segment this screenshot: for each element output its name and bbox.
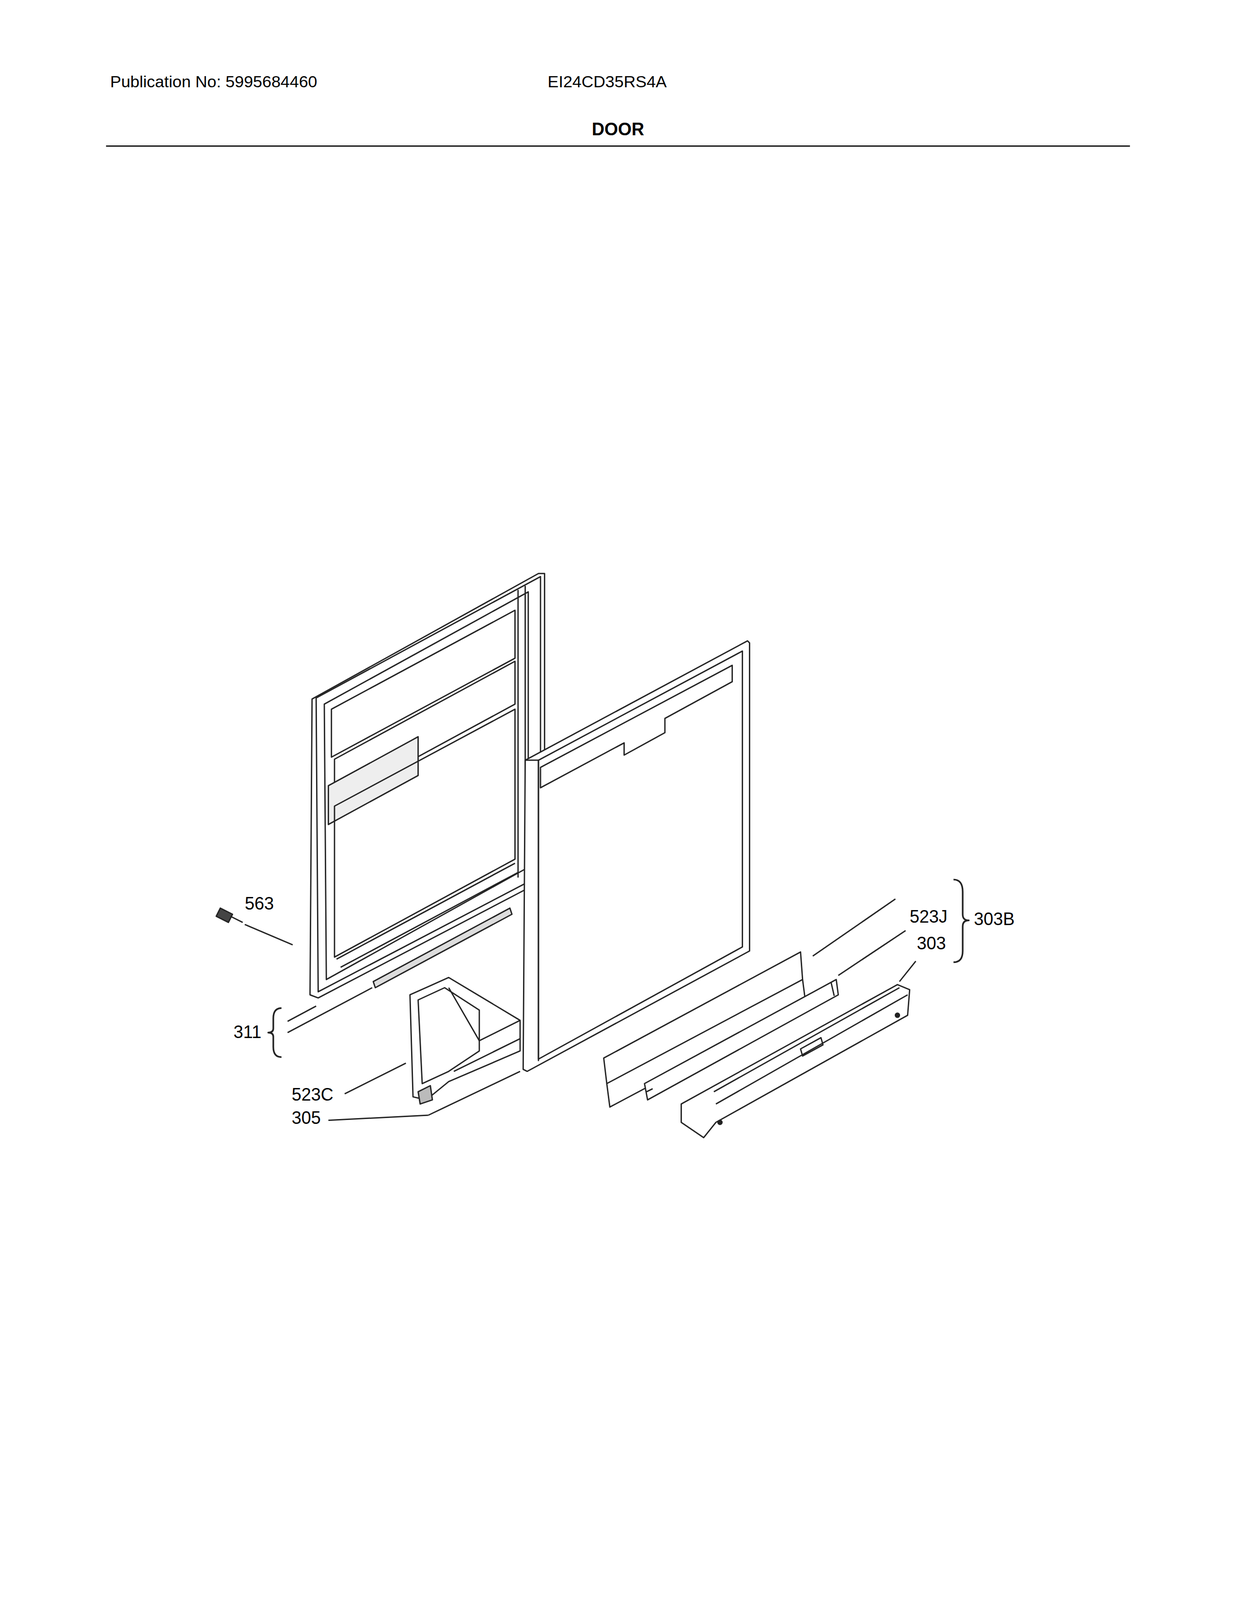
callout-number: 303B	[973, 908, 1015, 929]
callout-number: 303	[916, 933, 946, 953]
callout-number: 523J	[909, 906, 948, 927]
callout-number: 523C	[291, 1084, 334, 1105]
callout-number: 305	[291, 1107, 321, 1128]
model-number: EI24CD35RS4A	[547, 72, 667, 92]
header-text: Publication No: 5995684460	[110, 72, 317, 92]
callout-number: 311	[233, 1021, 262, 1042]
callout-number: 563	[244, 893, 274, 914]
page-title: DOOR	[591, 119, 645, 140]
